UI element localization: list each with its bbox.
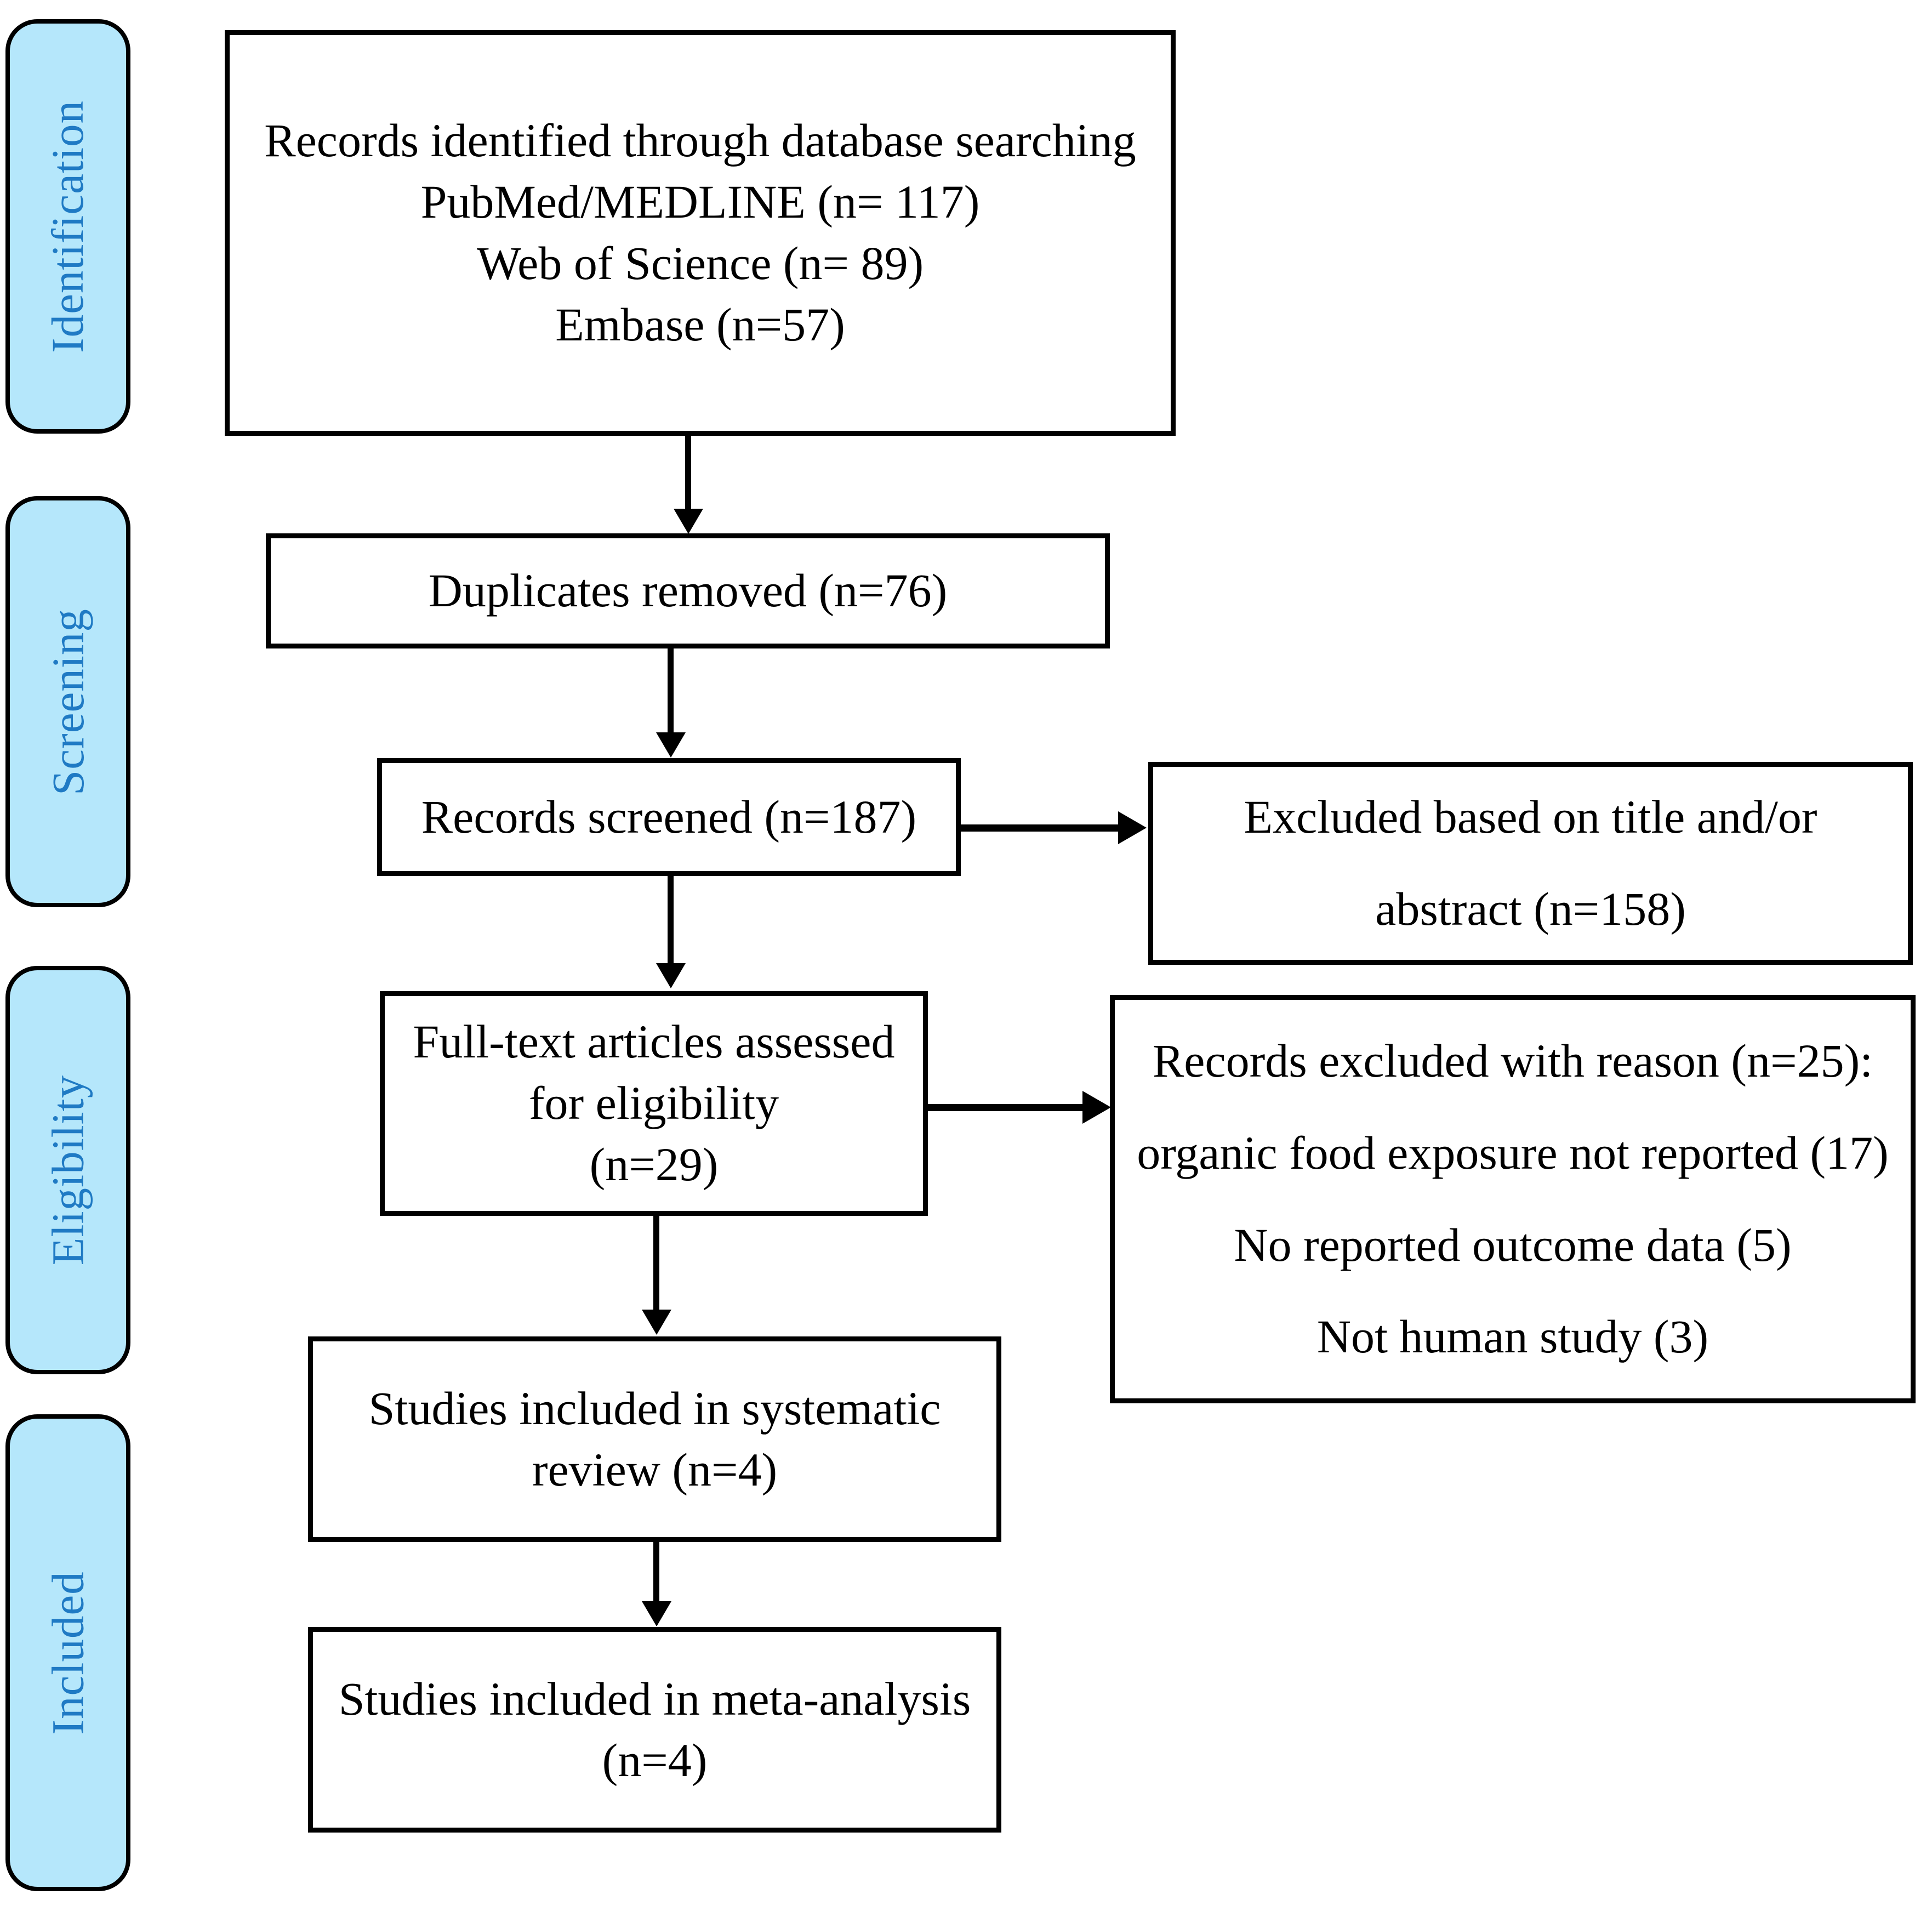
connector-fulltext-to-systematic-review: [653, 1216, 659, 1310]
box-records-identified: Records identified through database sear…: [225, 30, 1176, 436]
phase-label-identification: Identification: [42, 100, 93, 353]
phase-label-screening: Screening: [42, 608, 93, 795]
box-records-screened: Records screened (n=187): [377, 758, 961, 876]
connector-duplicates-to-screened: [668, 648, 674, 733]
box-included-meta-analysis: Studies included in meta-analysis (n=4): [308, 1627, 1001, 1833]
box-excluded-title-abstract-text: Excluded based on title and/or abstract …: [1244, 790, 1817, 935]
arrowhead-systematic-review-to-meta-analysis: [642, 1601, 671, 1626]
connector-systematic-review-to-meta-analysis: [653, 1542, 659, 1602]
connector-screened-to-fulltext: [668, 876, 674, 964]
box-records-excluded-reason: Records excluded with reason (n=25): org…: [1110, 995, 1916, 1403]
phase-pill-eligibility: Eligibility: [5, 966, 130, 1374]
arrowhead-fulltext-to-systematic-review: [642, 1310, 671, 1335]
connector-fulltext-to-excluded-reason: [928, 1104, 1084, 1111]
box-included-systematic-review: Studies included in systematic review (n…: [308, 1336, 1001, 1542]
box-included-systematic-review-text: Studies included in systematic review (n…: [368, 1381, 941, 1496]
phase-pill-identification: Identification: [5, 19, 130, 434]
box-included-meta-analysis-text: Studies included in meta-analysis (n=4): [338, 1672, 971, 1786]
connector-screened-to-excluded: [961, 824, 1120, 832]
phase-pill-included: Included: [5, 1414, 130, 1891]
box-duplicates-removed: Duplicates removed (n=76): [266, 533, 1110, 648]
arrowhead-duplicates-to-screened: [656, 732, 686, 758]
phase-pill-screening: Screening: [5, 496, 130, 907]
box-records-excluded-reason-text: Records excluded with reason (n=25): org…: [1137, 1034, 1889, 1363]
box-fulltext-assessed: Full-text articles assessed for eligibil…: [380, 991, 928, 1216]
connector-identified-to-duplicates: [685, 436, 691, 513]
arrowhead-screened-to-fulltext: [656, 963, 686, 988]
box-records-identified-text: Records identified through database sear…: [264, 114, 1136, 351]
box-excluded-title-abstract: Excluded based on title and/or abstract …: [1148, 762, 1913, 965]
phase-label-eligibility: Eligibility: [42, 1074, 93, 1266]
phase-label-included: Included: [42, 1571, 93, 1735]
box-records-screened-text: Records screened (n=187): [421, 790, 917, 843]
arrowhead-fulltext-to-excluded-reason: [1082, 1091, 1111, 1124]
box-fulltext-assessed-text: Full-text articles assessed for eligibil…: [413, 1015, 895, 1191]
arrowhead-identified-to-duplicates: [674, 509, 703, 534]
box-duplicates-removed-text: Duplicates removed (n=76): [428, 564, 948, 617]
arrowhead-screened-to-excluded: [1118, 811, 1147, 844]
